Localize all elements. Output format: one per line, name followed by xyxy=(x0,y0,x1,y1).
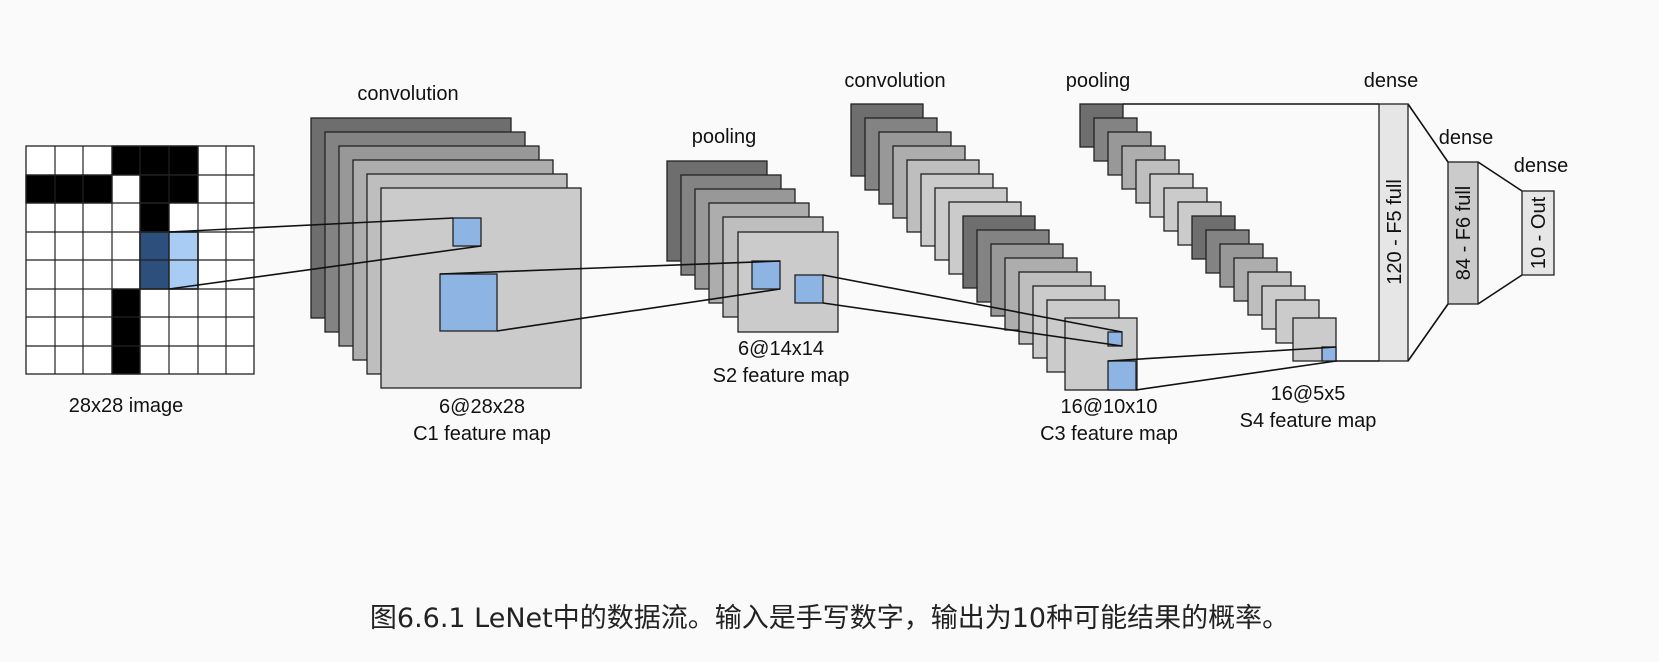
c1-feature-maps xyxy=(310,117,582,389)
c3-dims-label: 16@10x10 xyxy=(1060,396,1157,418)
f5-label: 120 - F5 full xyxy=(1384,179,1406,285)
out-layer: 10 - Out xyxy=(1521,190,1555,276)
lenet-diagram: 28x28 image convolution 6@28x28 C1 featu… xyxy=(25,70,1569,445)
c1-name-label: C1 feature map xyxy=(413,423,551,445)
conv2-title: convolution xyxy=(844,70,945,92)
dense3-title: dense xyxy=(1514,155,1569,177)
s4-dims-label: 16@5x5 xyxy=(1271,383,1346,405)
dense2-title: dense xyxy=(1439,127,1494,149)
out-label: 10 - Out xyxy=(1528,196,1550,269)
pool1-title: pooling xyxy=(692,126,757,148)
f6-label: 84 - F6 full xyxy=(1453,186,1475,280)
s2-dims-label: 6@14x14 xyxy=(738,338,824,360)
dense1-title: dense xyxy=(1364,70,1419,92)
f5-layer: 120 - F5 full xyxy=(1378,103,1409,362)
pool2-title: pooling xyxy=(1066,70,1131,92)
s2-name-label: S2 feature map xyxy=(713,365,850,387)
input-image-label: 28x28 image xyxy=(69,395,184,417)
s2-feature-maps xyxy=(666,160,839,333)
c3-name-label: C3 feature map xyxy=(1040,423,1178,445)
projection-lines xyxy=(168,103,1523,391)
f6-layer: 84 - F6 full xyxy=(1447,161,1479,305)
c1-dims-label: 6@28x28 xyxy=(439,396,525,418)
c3-feature-maps xyxy=(850,103,1138,391)
conv1-title: convolution xyxy=(357,83,458,105)
figure-caption: 图6.6.1 LeNet中的数据流。输入是手写数字，输出为10种可能结果的概率。 xyxy=(369,603,1290,634)
input-image-grid xyxy=(25,145,255,375)
s4-feature-maps xyxy=(1079,103,1337,362)
s4-name-label: S4 feature map xyxy=(1240,410,1377,432)
